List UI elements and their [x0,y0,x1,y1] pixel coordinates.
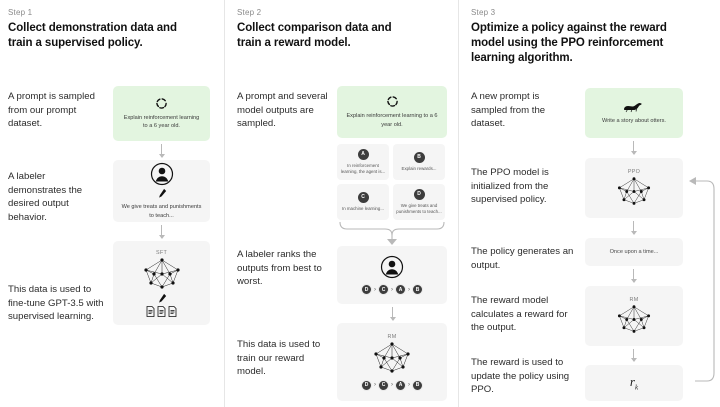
step-3-arrow-2 [630,221,637,235]
step-2-narration-2: A labeler ranks the outputs from best to… [237,249,322,288]
candidate-a-badge: A [357,148,369,160]
candidate-d-badge: D [413,188,425,200]
step-1-prompt-text: Explain reinforcement learning to a 6 ye… [123,114,200,129]
neural-network-icon [139,257,185,291]
person-icon [380,255,404,279]
step-3-narration-4: The reward model calculates a reward for… [471,295,568,334]
step-2-candidate-grid: A In reinforcement learning, the agent i… [337,144,445,220]
step-3-arrow-4 [630,349,637,362]
step-3-output-text: Once upon a time... [609,249,659,255]
step-3-rm-card: RM [585,286,683,346]
otter-icon [621,101,647,113]
step-3-feedback-loop-arrow [681,173,719,393]
candidate-a-text: In reinforcement learning, the agent is.… [340,162,386,174]
pencil-icon [157,291,167,304]
refresh-icon [155,97,168,110]
step-3-ppo-card: PPO [585,158,683,218]
rank-1: D [361,284,372,295]
step-2-ranking-card: D › C › A › B [337,246,447,304]
rank-2: C [378,284,389,295]
step-3-label: Step 3 [471,8,496,17]
neural-network-icon [613,176,655,207]
rm-rank-2: C [378,379,389,391]
rm-rank-sep-2: › [391,382,393,388]
step-2-prompt-card: Explain reinforcement learning to a 6 ye… [337,86,447,138]
candidate-c: C In machine learning... [337,184,389,220]
step-2-label: Step 2 [237,8,262,17]
rank-4: B [412,284,423,295]
step-1-prompt-card: Explain reinforcement learning to a 6 ye… [113,86,210,141]
rm-rank-sep-1: › [374,382,376,388]
step-2-narration-1: A prompt and several model outputs are s… [237,91,328,130]
step-2-rm-ranking-row: D › C › A › B [361,379,423,391]
step-1-arrow-1 [158,144,165,158]
step-3-ppo-title: PPO [627,169,641,175]
rm-rank-4: B [412,379,423,391]
rm-rank-3: A [395,379,406,391]
reward-symbol: rk [629,374,639,392]
step-1-narration-2: A labeler demonstrates the desired outpu… [8,171,83,223]
person-icon [150,162,174,186]
pencil-icon [157,186,167,199]
step-2-reward-model-card: RM [337,323,447,401]
rank-3: A [395,284,406,295]
step-1-title: Collect demonstration data and train a s… [8,22,177,50]
step-2-column: Step 2 Collect comparison data and train… [224,0,458,407]
step-1-arrow-2 [158,225,165,239]
step-1-sft-title: SFT [155,249,168,256]
candidate-d: D We give treats and punishments to teac… [393,184,445,220]
neural-network-icon [369,341,415,375]
step-1-narration-1: A prompt is sampled from our prompt data… [8,91,95,130]
step-3-column: Step 3 Optimize a policy against the rew… [458,0,720,407]
step-3-title: Optimize a policy against the reward mod… [471,22,667,65]
step-1-label: Step 1 [8,8,33,17]
step-3-narration-5: The reward is used to update the policy … [471,357,570,396]
step-1-narration-3: This data is used to fine-tune GPT-3.5 w… [8,284,104,323]
rank-sep-3: › [408,286,410,293]
step-1-labeler-text: We give treats and punishments to teach.… [121,204,202,219]
candidate-b-text: Explain rewards... [401,165,437,171]
step-3-narration-2: The PPO model is initialized from the su… [471,167,549,206]
step-2-ranking-row: D › C › A › B [361,284,423,295]
step-1-sft-card: SFT [113,241,210,325]
step-3-reward-card: rk [585,365,683,401]
rm-rank-1: D [361,379,372,391]
rm-rank-sep-3: › [408,382,410,388]
step-2-merge-brace [337,220,447,247]
candidate-d-text: We give treats and punishments to teach.… [396,202,442,214]
step-3-prompt-text: Write a story about otters. [602,117,666,124]
step-1-column: Step 1 Collect demonstration data and tr… [0,0,224,407]
neural-network-icon [613,304,655,335]
candidate-b: B Explain rewards... [393,144,445,180]
rank-sep-2: › [391,286,393,293]
step-2-narration-3: This data is used to train our reward mo… [237,339,321,378]
step-2-title: Collect comparison data and train a rewa… [237,22,392,50]
candidate-a: A In reinforcement learning, the agent i… [337,144,389,180]
step-2-rm-title: RM [387,333,397,340]
step-3-narration-1: A new prompt is sampled from the dataset… [471,91,546,130]
step-3-narration-3: The policy generates an output. [471,246,574,271]
rank-sep-1: › [374,286,376,293]
refresh-icon [386,95,399,108]
documents-icon [146,305,177,317]
step-2-prompt-text: Explain reinforcement learning to a 6 ye… [346,113,438,128]
step-3-arrow-3 [630,269,637,283]
candidate-c-text: In machine learning... [342,205,384,211]
step-1-labeler-card: We give treats and punishments to teach.… [113,160,210,222]
candidate-b-badge: B [413,151,425,163]
step-3-rm-title: RM [629,297,639,303]
step-3-output-card: Once upon a time... [585,238,683,266]
step-2-arrow-1 [389,307,396,321]
candidate-c-badge: C [357,191,369,203]
step-3-arrow-1 [630,141,637,155]
step-3-prompt-card: Write a story about otters. [585,88,683,138]
